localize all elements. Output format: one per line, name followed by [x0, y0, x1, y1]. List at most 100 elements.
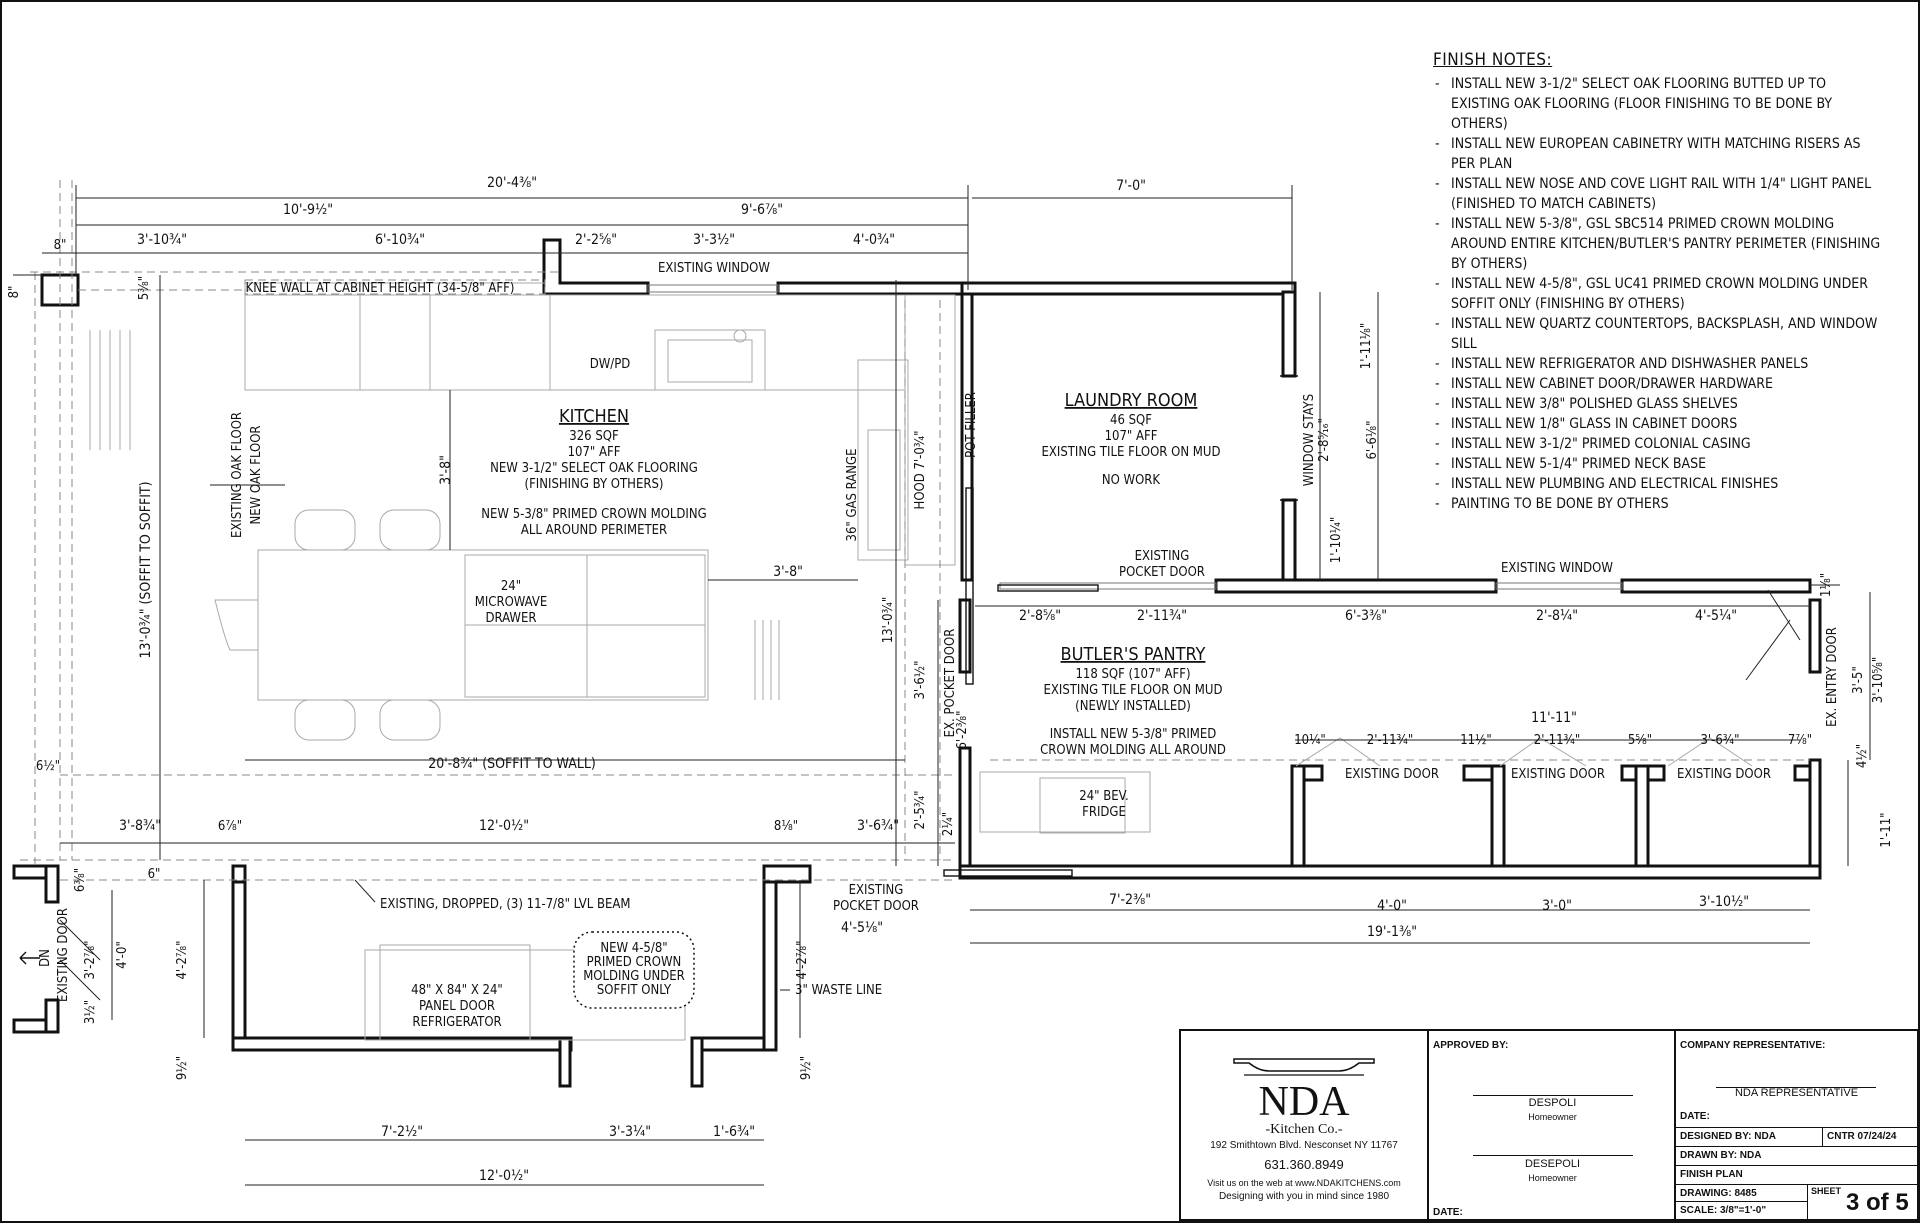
dim: 7'-2½" — [381, 1124, 423, 1140]
sheet-box: SHEET 3 of 5 — [1807, 1184, 1917, 1219]
dim: 2'-8⁵⁄₁₆" — [1317, 418, 1332, 462]
ex-pocket-door-label: EX. POCKET DOOR — [943, 629, 958, 738]
existing-door-label: EXISTING DOOR — [1511, 767, 1605, 782]
title-block: NDA -Kitchen Co.- 192 Smithtown Blvd. Ne… — [1179, 1029, 1919, 1221]
room-line: 107" AFF — [568, 445, 621, 460]
crown-molding-logo-icon — [1233, 1058, 1375, 1076]
cntr-date: CNTR 07/24/24 — [1822, 1128, 1896, 1147]
existing-door-label: EXISTING DOOR — [1677, 767, 1771, 782]
approver-line — [1473, 1095, 1633, 1096]
dim: 12'-0½" — [479, 1168, 529, 1184]
plan-name: FINISH PLAN — [1680, 1169, 1743, 1180]
dim: 7⅞" — [1788, 733, 1812, 748]
crown-note: NEW 4-5/8" — [600, 941, 667, 956]
dim: 6'-6⅛" — [1365, 420, 1380, 459]
pot-filler-label: POT FILLER — [964, 392, 979, 458]
dimension-lines — [13, 185, 1871, 1186]
dim: 5⅝" — [1628, 733, 1652, 748]
finish-note: INSTALL NEW 5-3/8", GSL SBC514 PRIMED CR… — [1433, 214, 1883, 274]
dim: 3'-10½" — [1699, 894, 1749, 910]
dim: 10'-9½" — [283, 202, 333, 218]
dim: 3'-5" — [1851, 666, 1866, 694]
dn-label: DN — [38, 949, 53, 967]
dim: 3'-6¾" — [857, 818, 899, 834]
dim: 4'-2⅞" — [795, 940, 810, 979]
room-kitchen: KITCHEN 326 SQF 107" AFF NEW 3-1/2" SELE… — [481, 406, 706, 538]
crown-note: SOFFIT ONLY — [597, 983, 672, 998]
scale-row: SCALE: 3/8"=1'-0" — [1676, 1201, 1917, 1219]
dim: 2'-11¾" — [1534, 733, 1580, 748]
finish-note: INSTALL NEW EUROPEAN CABINETRY WITH MATC… — [1433, 134, 1883, 174]
room-line: ALL AROUND PERIMETER — [521, 523, 667, 538]
crown-note: PRIMED CROWN — [587, 955, 682, 970]
dim: 3'-6½" — [913, 660, 928, 699]
crown-note: MOLDING UNDER — [583, 969, 685, 984]
room-laundry: LAUNDRY ROOM 46 SQF 107" AFF EXISTING TI… — [1042, 390, 1221, 488]
room-line: 118 SQF (107" AFF) — [1075, 667, 1190, 682]
dim: 3'-2⅞" — [83, 940, 98, 979]
existing-window-pantry-label: EXISTING WINDOW — [1501, 561, 1613, 576]
dim: 13'-0¾" — [881, 597, 896, 643]
pocket-door-2-label: POCKET DOOR — [833, 899, 919, 914]
finish-note: INSTALL NEW NOSE AND COVE LIGHT RAIL WIT… — [1433, 174, 1883, 214]
approval-block: APPROVED BY: DESPOLI Homeowner DESEPOLI … — [1429, 1031, 1676, 1219]
company-phone: 631.360.8949 — [1264, 1157, 1344, 1172]
dim: 6'-2⅜" — [955, 710, 970, 749]
sheet-label: SHEET — [1811, 1186, 1842, 1196]
dim: 2'-5¾" — [913, 790, 928, 829]
room-line: 107" AFF — [1105, 429, 1158, 444]
company-rep-block: COMPANY REPRESENTATIVE: NDA REPRESENTATI… — [1676, 1031, 1917, 1219]
dim: 3'-8¾" — [119, 818, 161, 834]
dim: 2'-8¼" — [1536, 608, 1578, 624]
dim: 4'-5¼" — [1695, 608, 1737, 624]
dim: 5⅜" — [137, 276, 152, 300]
room-name: LAUNDRY ROOM — [1065, 390, 1198, 411]
dim: 6½" — [36, 759, 60, 774]
walls — [12, 238, 1822, 1088]
dim: 6'-3⅜" — [1345, 608, 1387, 624]
approver-name: DESEPOLI — [1524, 1158, 1581, 1170]
new-oak-label: NEW OAK FLOOR — [249, 425, 264, 524]
drawing-row: DRAWING: 8485 — [1676, 1184, 1917, 1202]
room-line: NEW 3-1/2" SELECT OAK FLOORING — [490, 461, 698, 476]
dim: 4'-0" — [1377, 898, 1407, 914]
drawn-by: DRAWN BY: NDA — [1680, 1150, 1762, 1161]
dim: 3'-10⅝" — [1871, 657, 1886, 703]
refrigerator-label: 48" X 84" X 24" — [411, 983, 503, 998]
room-line: (FINISHING BY OTHERS) — [525, 477, 664, 492]
gas-range-label: 36" GAS RANGE — [845, 449, 860, 542]
microwave-label: DRAWER — [486, 611, 537, 626]
finish-note: INSTALL NEW REFRIGERATOR AND DISHWASHER … — [1433, 354, 1883, 374]
bev-fridge-label: 24" BEV. — [1079, 789, 1128, 804]
plan-row: FINISH PLAN — [1676, 1165, 1917, 1184]
dim: 11'-11" — [1531, 710, 1577, 726]
company-tagline: Designing with you in mind since 1980 — [1218, 1191, 1390, 1202]
company-logo-block: NDA -Kitchen Co.- 192 Smithtown Blvd. Ne… — [1181, 1031, 1429, 1219]
sheet-number: 3 of 5 — [1846, 1189, 1909, 1216]
dim: 4'-0" — [115, 941, 130, 969]
finish-note: INSTALL NEW CABINET DOOR/DRAWER HARDWARE — [1433, 374, 1883, 394]
approver-name: DESPOLI — [1528, 1097, 1577, 1109]
plan-labels: EXISTING WINDOW KNEE WALL AT CABINET HEI… — [38, 261, 1840, 1030]
dim: 2'-8⅝" — [1019, 608, 1061, 624]
finish-notes-list: INSTALL NEW 3-1/2" SELECT OAK FLOORING B… — [1433, 74, 1883, 514]
dim: 4'-5⅛" — [841, 920, 883, 936]
dim: 8" — [54, 238, 67, 253]
approval-date-label: DATE: — [1433, 1207, 1463, 1218]
drawn-by-row: DRAWN BY: NDA — [1676, 1146, 1917, 1165]
approver-role: Homeowner — [1528, 1173, 1577, 1183]
room-name: BUTLER'S PANTRY — [1061, 644, 1206, 665]
dim: 8⅛" — [774, 819, 798, 834]
refrigerator-label: PANEL DOOR — [419, 999, 495, 1014]
existing-door-label: EXISTING DOOR — [1345, 767, 1439, 782]
room-line: INSTALL NEW 5-3/8" PRIMED — [1050, 727, 1217, 742]
company-name: NDA — [1258, 1079, 1350, 1125]
soffit-to-wall-label: 20'-8¾" (SOFFIT TO WALL) — [428, 756, 596, 772]
company-sub: -Kitchen Co.- — [1265, 1122, 1343, 1137]
dim: 6⅜" — [73, 868, 88, 892]
knee-wall-label: KNEE WALL AT CABINET HEIGHT (34-5/8" AFF… — [246, 281, 515, 296]
dim: 9'-6⅞" — [741, 202, 783, 218]
waste-line-label: 3" WASTE LINE — [795, 983, 882, 998]
existing-oak-label: EXISTING OAK FLOOR — [230, 412, 245, 538]
